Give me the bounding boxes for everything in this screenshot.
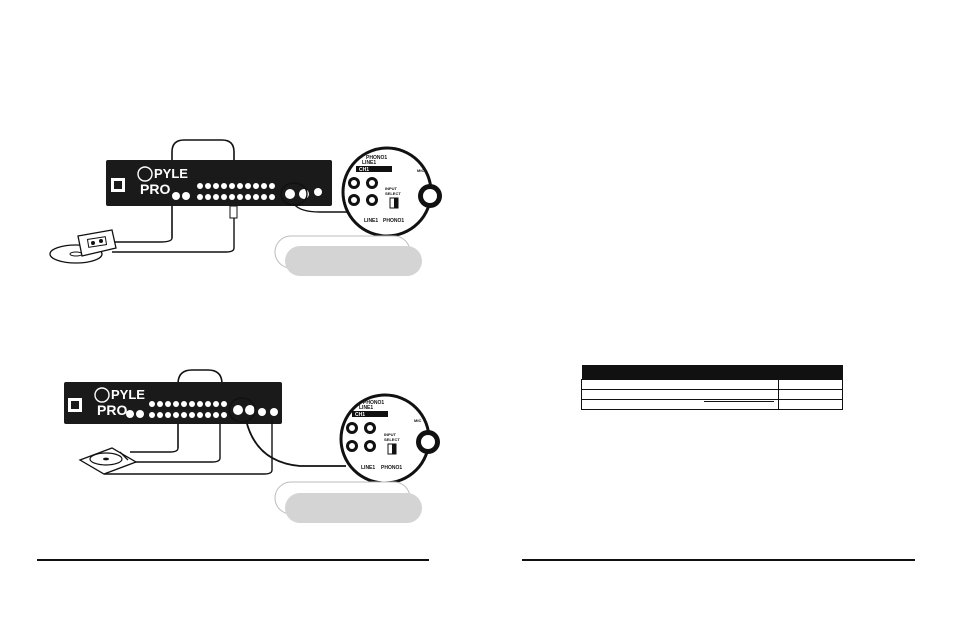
- zoom-ch1-phono: PHONO1 LINE1 CH1 INPUT SELECT LINE1 PHON…: [339, 393, 440, 485]
- callout-bubble: [274, 235, 422, 276]
- svg-text:INPUT: INPUT: [385, 186, 398, 191]
- underline-mark: [704, 401, 774, 402]
- right-page: [477, 0, 954, 618]
- connection-diagrams: PYLE PRO: [49, 139, 442, 523]
- zoom-ch1-line: PHONO1 LINE1 CH1 INPUT SELECT LINE1 PHON…: [341, 146, 442, 238]
- table-row: [580, 398, 843, 410]
- mixer-rear-panel: [106, 160, 332, 206]
- zoom-line1-top: LINE1: [362, 160, 376, 166]
- spec-table: [580, 365, 843, 410]
- mixer-rear-panel-2: [64, 382, 282, 424]
- svg-text:LINE1: LINE1: [364, 218, 378, 224]
- left-page: PYLE PRO: [37, 139, 442, 561]
- pyle-logo-icon: [137, 166, 153, 182]
- table-row: [580, 378, 843, 390]
- svg-text:LINE1: LINE1: [361, 465, 375, 471]
- cassette-deck-icon: [49, 229, 117, 264]
- svg-text:PHONO1: PHONO1: [363, 400, 384, 406]
- brand-line1: PYLE: [154, 166, 188, 181]
- svg-text:CH1: CH1: [355, 412, 365, 418]
- diagram-phono-connection: PYLE PRO PHONO1: [64, 369, 440, 523]
- rca-jack-row-2: [126, 401, 278, 418]
- footer-rule-right: [522, 559, 915, 561]
- zoom-ch1-badge: [356, 166, 392, 172]
- svg-text:PHONO1: PHONO1: [381, 465, 402, 471]
- table-row: [580, 388, 843, 400]
- svg-text:LINE1: LINE1: [359, 405, 373, 411]
- svg-text:CH1: CH1: [359, 167, 369, 173]
- brand-line1-2: PYLE: [111, 387, 145, 402]
- brand-line2: PRO: [140, 181, 170, 197]
- svg-text:PHONO1: PHONO1: [383, 218, 404, 224]
- turntable-icon: [78, 447, 138, 475]
- svg-text:MIC: MIC: [417, 168, 424, 173]
- brand-line2-2: PRO: [97, 402, 127, 418]
- table-header-row: [581, 365, 843, 379]
- svg-text:MIC: MIC: [414, 418, 421, 423]
- footer-rule-left: [37, 559, 429, 561]
- svg-text:INPUT: INPUT: [384, 432, 397, 437]
- rca-jack-row: [172, 183, 322, 200]
- diagram-line-connection: PYLE PRO: [49, 139, 442, 276]
- zoom-phono1-top: PHONO1: [366, 155, 387, 161]
- svg-text:SELECT: SELECT: [385, 191, 401, 196]
- callout-bubble-2: [274, 481, 422, 523]
- svg-text:SELECT: SELECT: [384, 437, 400, 442]
